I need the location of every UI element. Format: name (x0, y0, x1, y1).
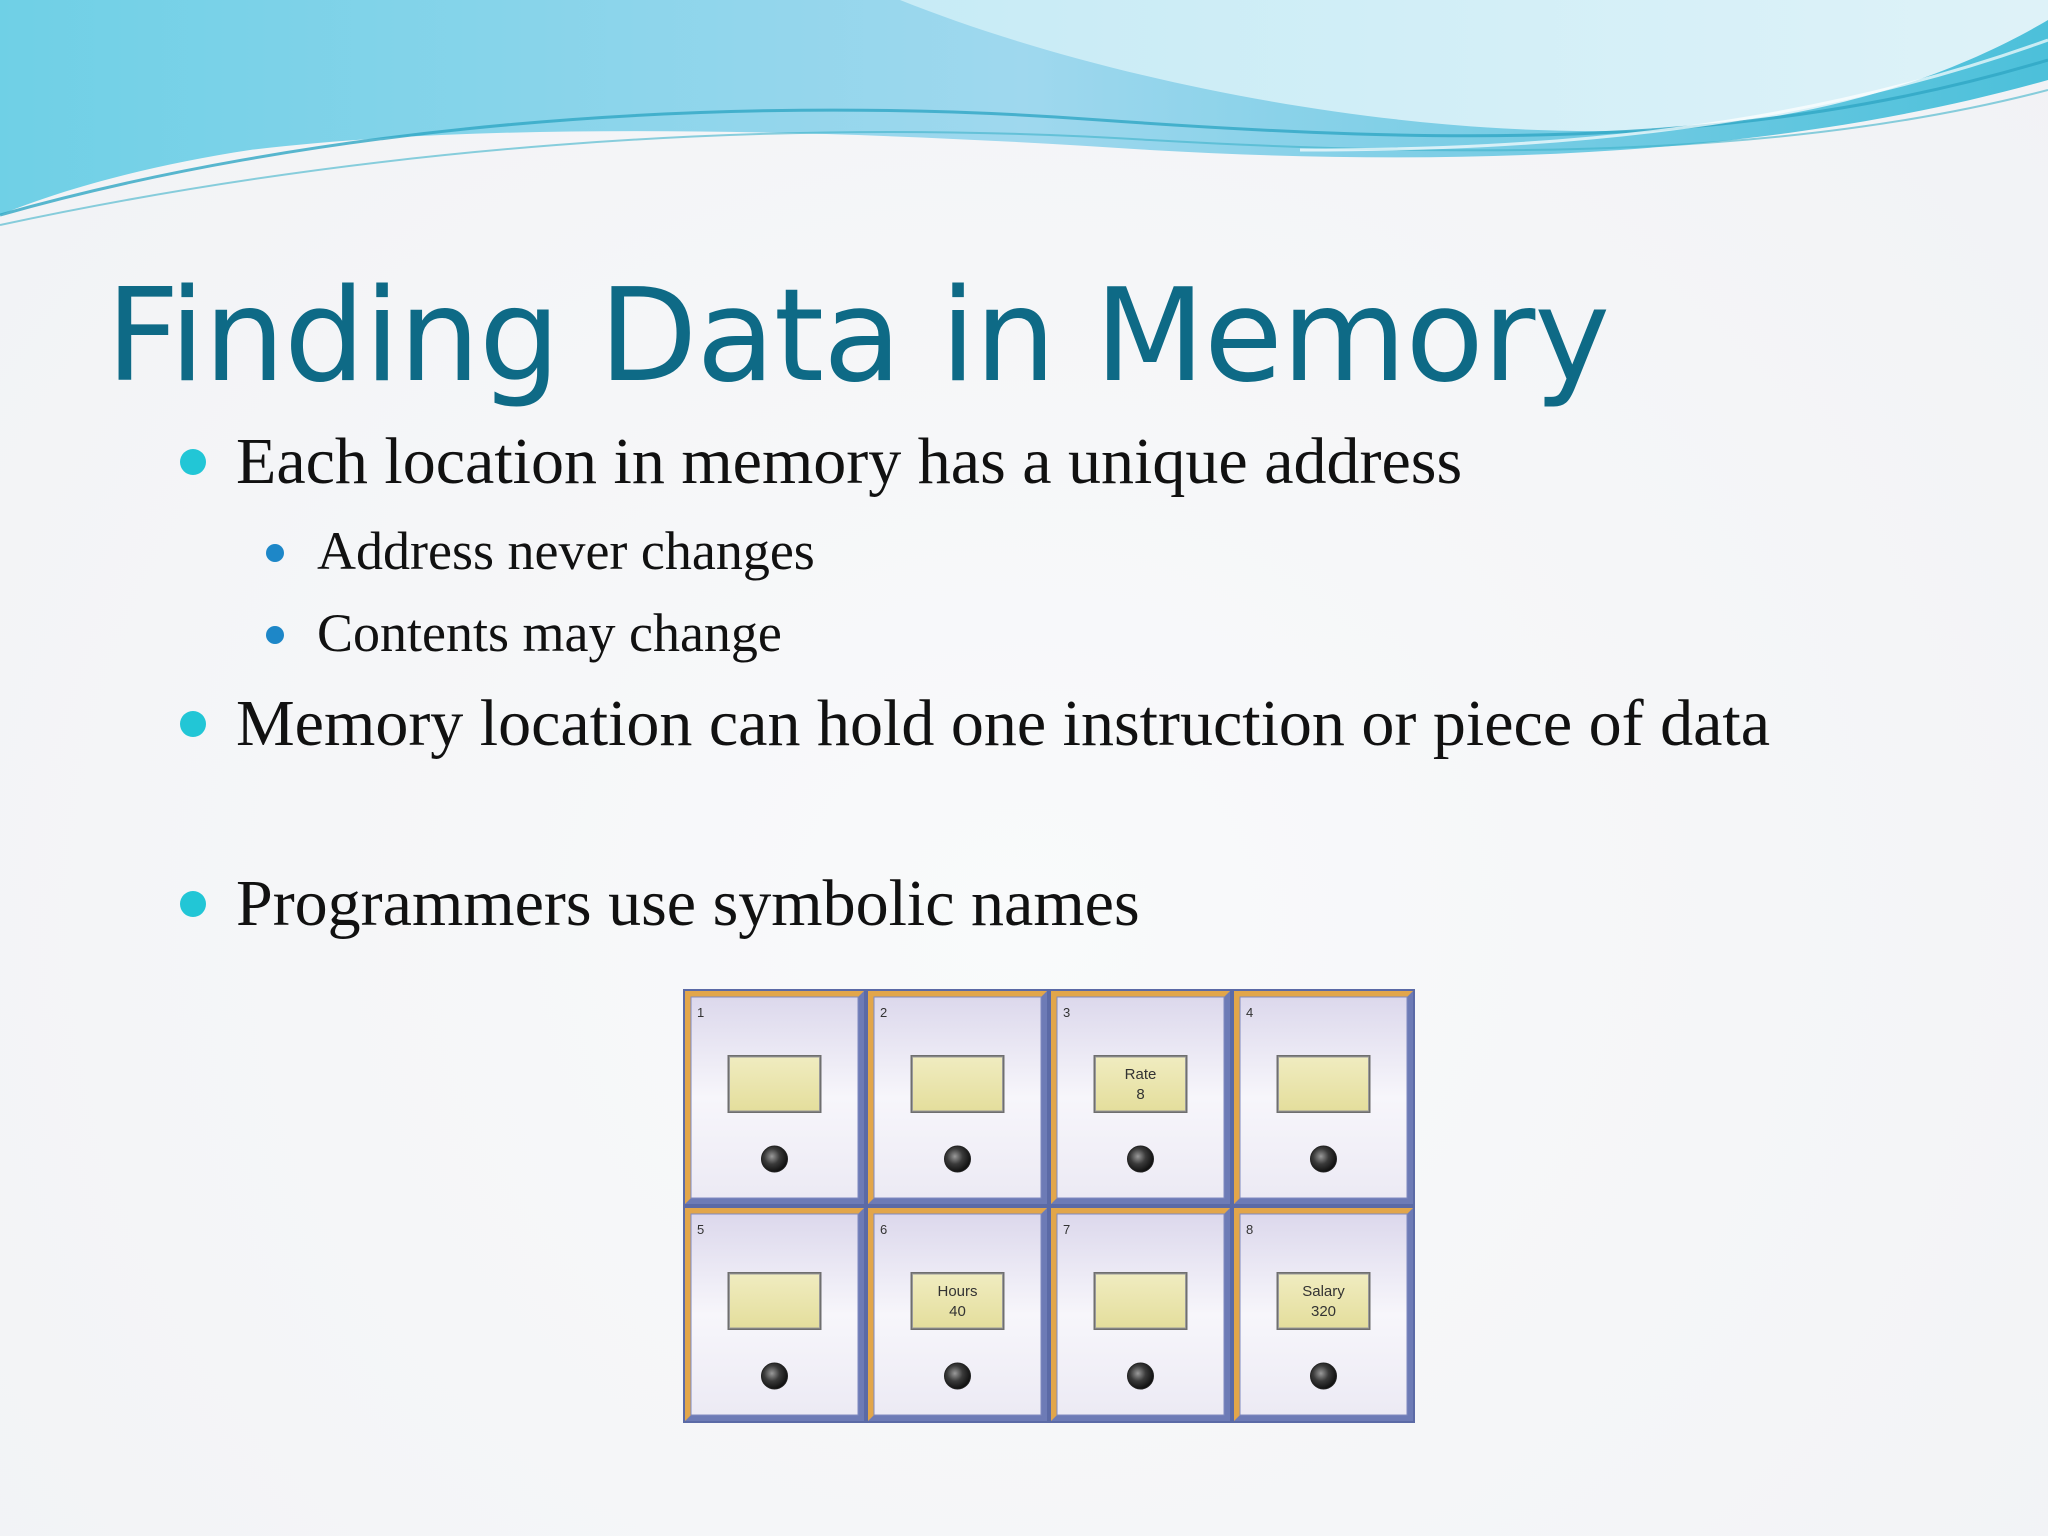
memory-address: 5 (697, 1222, 704, 1237)
memory-symbolic-name: Rate (1125, 1066, 1157, 1083)
memory-address: 8 (1246, 1222, 1253, 1237)
memory-knob-icon (761, 1362, 788, 1390)
sub-bullet-item: Contents may change (317, 603, 782, 663)
memory-address: 7 (1063, 1222, 1070, 1237)
memory-address: 1 (697, 1005, 704, 1020)
memory-address: 4 (1246, 1005, 1253, 1020)
bullet-item: Programmers use symbolic names (236, 867, 1140, 940)
memory-knob-icon (1127, 1362, 1154, 1390)
memory-cell: 4 (1234, 991, 1413, 1204)
memory-knob-icon (1310, 1145, 1337, 1173)
sub-bullet-item: Address never changes (317, 521, 815, 581)
memory-knob-icon (944, 1362, 971, 1390)
memory-knob-icon (761, 1145, 788, 1173)
header-wave-decoration (0, 0, 2048, 226)
memory-address: 6 (880, 1222, 887, 1237)
memory-cell: 2 (868, 991, 1047, 1204)
bullet-item: Each location in memory has a unique add… (236, 425, 1463, 498)
memory-value: 320 (1311, 1303, 1336, 1320)
memory-address: 3 (1063, 1005, 1070, 1020)
memory-symbolic-name: Hours (937, 1283, 977, 1300)
slide-title: Finding Data in Memory (106, 262, 1610, 411)
memory-address: 2 (880, 1005, 887, 1020)
bullet-marker (180, 449, 206, 475)
memory-knob-icon (944, 1145, 971, 1173)
memory-symbolic-name: Salary (1302, 1283, 1345, 1300)
sub-bullet-marker (266, 626, 284, 644)
memory-cell: 1 (685, 991, 864, 1204)
bullet-marker (180, 711, 206, 737)
memory-value: 8 (1136, 1086, 1144, 1103)
memory-knob-icon (1310, 1362, 1337, 1390)
bullet-marker (180, 891, 206, 917)
memory-knob-icon (1127, 1145, 1154, 1173)
memory-value: 40 (949, 1303, 966, 1320)
sub-bullet-marker (266, 544, 284, 562)
bullet-item: Memory location can hold one instruction… (236, 687, 1771, 760)
memory-cell: 5 (685, 1208, 864, 1421)
memory-cell: 7 (1051, 1208, 1230, 1421)
